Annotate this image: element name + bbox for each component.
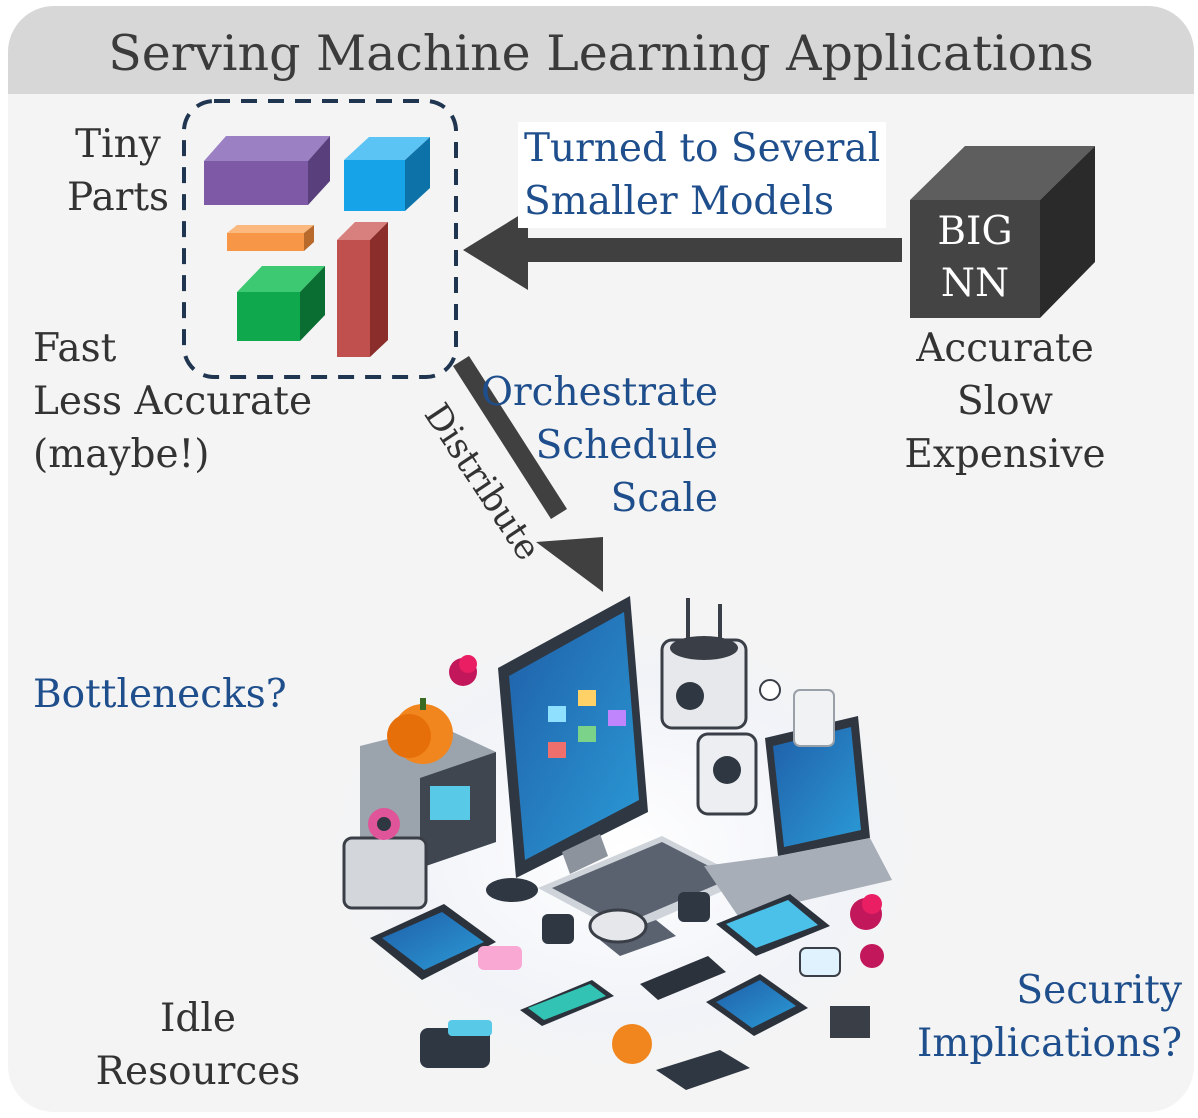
diagram-title: Serving Machine Learning Applications bbox=[108, 25, 1094, 82]
split-arrow-label-line2: Smaller Models bbox=[524, 179, 834, 224]
tiny-parts-line1: Tiny bbox=[75, 122, 161, 167]
small-models-properties: Fast Less Accurate (maybe!) bbox=[33, 322, 312, 481]
big-nn-block bbox=[910, 146, 1095, 318]
big-nn-prop-expensive: Expensive bbox=[904, 432, 1106, 477]
big-nn-label-line1: BIG bbox=[937, 209, 1013, 254]
blue-model-block bbox=[344, 137, 430, 211]
small-models-prop-fast: Fast bbox=[33, 326, 117, 371]
idle-resources-line1: Idle bbox=[160, 996, 236, 1041]
small-gadgets bbox=[420, 679, 870, 1090]
big-nn-label-line2: NN bbox=[940, 261, 1010, 306]
split-arrow-label: Turned to Several Smaller Models bbox=[518, 122, 887, 228]
task-scale: Scale bbox=[610, 476, 718, 521]
tiny-parts-line2: Parts bbox=[66, 175, 170, 220]
monitor-device bbox=[498, 596, 648, 878]
green-model-block bbox=[237, 266, 325, 341]
big-nn-prop-slow: Slow bbox=[956, 379, 1054, 424]
projector-device bbox=[342, 808, 428, 910]
big-nn-properties: Accurate Slow Expensive bbox=[883, 322, 1127, 481]
big-nn-label: BIG NN bbox=[910, 206, 1040, 310]
speaker-device bbox=[696, 732, 758, 816]
split-arrow-label-line1: Turned to Several bbox=[524, 126, 881, 171]
small-models-prop-maybe: (maybe!) bbox=[33, 432, 210, 477]
raspberry-icons bbox=[449, 655, 884, 968]
idle-resources-label: Idle Resources bbox=[80, 992, 316, 1098]
security-line2: Implications? bbox=[916, 1021, 1182, 1066]
edge-devices-illustration bbox=[322, 596, 922, 1090]
task-orchestrate: Orchestrate bbox=[481, 370, 718, 415]
small-models-prop-accuracy: Less Accurate bbox=[33, 379, 313, 424]
purple-model-block bbox=[204, 136, 330, 205]
big-nn-prop-accurate: Accurate bbox=[916, 326, 1094, 371]
keyboard-device bbox=[538, 836, 748, 934]
tiny-parts-label: Tiny Parts bbox=[58, 118, 178, 224]
split-arrow bbox=[463, 210, 902, 290]
security-line1: Security bbox=[1016, 968, 1182, 1013]
idle-resources-line2: Resources bbox=[95, 1049, 301, 1094]
phone-devices bbox=[520, 894, 830, 1036]
security-implications-label: Security Implications? bbox=[880, 964, 1182, 1070]
router-device bbox=[660, 598, 748, 730]
red-model-block bbox=[337, 222, 388, 357]
distribute-arrow bbox=[453, 356, 603, 592]
title-banner bbox=[8, 6, 1194, 94]
orchestration-tasks: Orchestrate Schedule Scale bbox=[440, 366, 718, 525]
tablet-device bbox=[370, 904, 496, 980]
task-schedule: Schedule bbox=[535, 423, 718, 468]
laptop-device bbox=[704, 716, 892, 916]
bottlenecks-label: Bottlenecks? bbox=[33, 672, 287, 717]
orange-model-block bbox=[227, 225, 314, 251]
small-models-group-box bbox=[182, 99, 458, 379]
